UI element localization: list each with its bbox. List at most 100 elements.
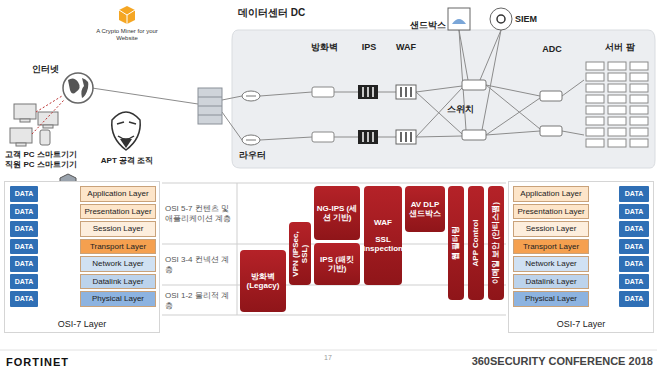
data-box: DATA [10,186,38,202]
security-function-box: IPS (패킷 기반) [314,243,360,285]
device-label: 서버 팜 [595,42,645,52]
node-text: NG-IPS (세션 기반) [316,204,358,222]
node-text: APP Control [471,189,480,297]
node-text: DATA [15,278,33,285]
event-name: 360SECURITY CONFERENCE 2018 [438,355,653,368]
node-text: Application Layer [87,189,148,198]
data-box: DATA [619,256,649,272]
device-label: 스위치 [440,104,480,114]
node-text: Application Layer [520,189,581,198]
device-label: 샌드박스 [400,20,446,30]
data-box: DATA [10,204,38,220]
data-box: DATA [619,204,649,220]
data-box: DATA [10,239,38,255]
osi-layer-box: Application Layer [80,186,156,202]
node-text: IPS (패킷 기반) [316,255,358,273]
device-label: WAF [392,42,420,52]
node-text: DATA [625,278,643,285]
osi-layer-box: Network Layer [80,256,156,272]
page-number: 17 [318,354,338,362]
layer-band: OSI 3-4 컨넥션 계층 [162,247,236,283]
node-text: Physical Layer [525,294,577,303]
device-label: 고객 PC 스마트기기 [0,150,82,159]
icon-caption: A Crypto Miner for your Website [92,28,162,42]
actor-label: APT 공격 조직 [90,156,164,165]
security-function-box: 이메일 보안 (안티스팸) [488,186,504,300]
osi-stack-panel: OSI-7 LayerDATAApplication LayerDATAPres… [4,181,160,333]
osi-layer-box: Datalink Layer [80,274,156,290]
node-text: SSL inspection [363,235,403,253]
data-box: DATA [619,186,649,202]
node-text: DATA [15,225,33,232]
node-text: DATA [15,190,33,197]
security-function-box: APP Control [468,186,484,300]
node-text: 웹 필터링 [451,189,460,297]
node-text: Network Layer [92,259,144,268]
node-text: Datalink Layer [525,277,576,286]
node-text: AV DLP 샌드박스 [407,200,443,218]
security-function-box: WAF SSL inspection [364,186,402,285]
node-text: VPN (IPSec, SSL) [291,225,309,282]
device-label: IPS [356,42,382,52]
device-label: 라우터 [232,150,272,160]
osi-stack-panel: OSI-7 LayerApplication LayerDATAPresenta… [508,181,654,333]
node-text: 이메일 보안 (안티스팸) [491,189,500,297]
node-text: DATA [15,243,33,250]
layer-band: OSI 1-2 물리적 계층 [162,288,236,314]
security-function-box: 방화벽 (Legacy) [240,250,286,312]
node-text: Presentation Layer [84,207,151,216]
node-text: DATA [15,295,33,302]
osi-layer-box: Session Layer [513,221,589,237]
data-box: DATA [619,239,649,255]
node-text: OSI 5-7 컨텐츠 및 애플리케이션 계층 [162,204,236,223]
node-text: Transport Layer [523,242,579,251]
device-label: 방화벽 [306,42,342,52]
osi-layer-box: Session Layer [80,221,156,237]
security-function-box: NG-IPS (세션 기반) [314,186,360,240]
osi-layer-box: Network Layer [513,256,589,272]
osi-layer-box: Transport Layer [80,239,156,255]
security-function-box: VPN (IPSec, SSL) [289,222,311,285]
node-text: OSI-7 Layer [5,319,159,329]
network-label: 인터넷 [32,64,72,74]
layer-band: OSI 5-7 컨텐츠 및 애플리케이션 계층 [162,186,236,242]
node-text: DATA [15,260,33,267]
device-label: SIEM [515,14,549,24]
node-text: Presentation Layer [517,207,584,216]
node-text: OSI 3-4 컨넥션 계층 [162,255,236,274]
node-text: Network Layer [525,259,577,268]
node-text: DATA [625,260,643,267]
osi-layer-box: Transport Layer [513,239,589,255]
data-box: DATA [10,274,38,290]
node-text: DATA [625,208,643,215]
node-text: DATA [625,225,643,232]
node-text: Physical Layer [92,294,144,303]
node-text: OSI-7 Layer [509,319,653,329]
osi-layer-box: Datalink Layer [513,274,589,290]
device-label: ADC [538,44,566,54]
osi-layer-box: Presentation Layer [513,204,589,220]
osi-layer-box: Application Layer [513,186,589,202]
node-text: Session Layer [93,224,144,233]
osi-layer-box: Presentation Layer [80,204,156,220]
node-text: DATA [625,295,643,302]
security-function-box: AV DLP 샌드박스 [405,186,445,232]
data-box: DATA [619,221,649,237]
node-text: WAF [374,218,392,227]
data-box: DATA [10,291,38,307]
device-label: 직원 PC 스마트기기 [0,160,82,169]
node-text: OSI 1-2 물리적 계층 [162,291,236,310]
osi-layer-box: Physical Layer [80,291,156,307]
node-text: 방화벽 (Legacy) [242,272,284,290]
security-function-box: 웹 필터링 [448,186,464,300]
data-box: DATA [10,221,38,237]
node-text: 데이터센터 DC [232,4,311,22]
data-box: DATA [619,274,649,290]
data-box: DATA [619,291,649,307]
osi-layer-box: Physical Layer [513,291,589,307]
node-text: Session Layer [526,224,577,233]
node-text: DATA [625,190,643,197]
node-text: DATA [625,243,643,250]
node-text: Transport Layer [90,242,146,251]
node-text: DATA [15,208,33,215]
